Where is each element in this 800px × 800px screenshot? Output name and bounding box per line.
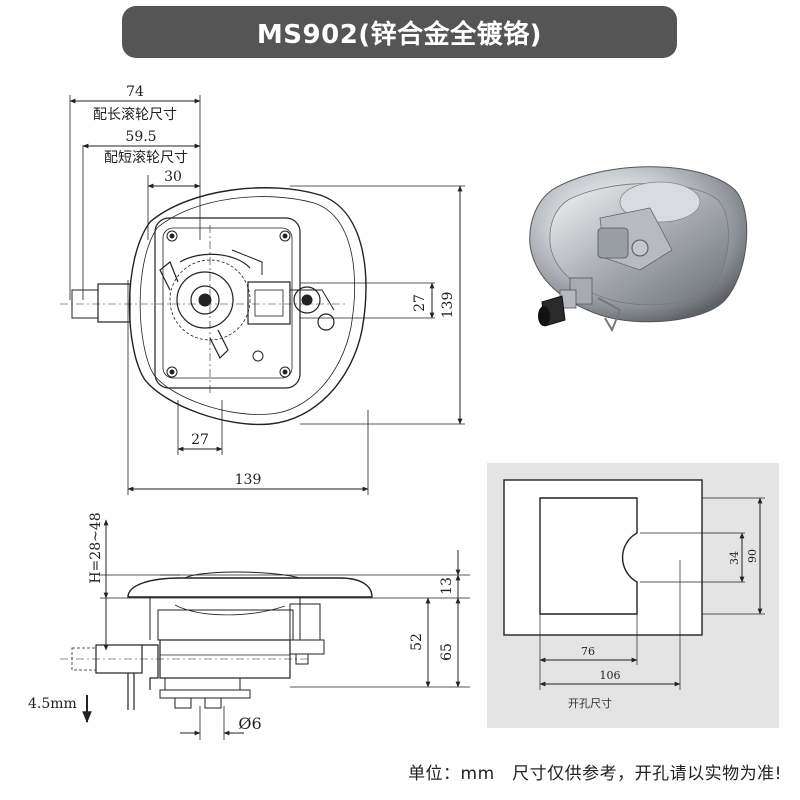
product-photo <box>529 166 748 333</box>
top-view <box>60 95 465 495</box>
dim-74: 74 <box>126 84 144 100</box>
dim-phi6: Ø6 <box>238 714 261 733</box>
dim-h-range: H=28~48 <box>88 512 104 583</box>
dim-65: 65 <box>439 643 455 661</box>
top-view-labels: 74 配长滚轮尺寸 59.5 配短滚轮尺寸 30 27 139 27 139 <box>93 84 456 488</box>
dim-30: 30 <box>164 169 182 185</box>
dim-139-bottom: 139 <box>235 472 262 488</box>
dim-4-5mm: 4.5mm <box>28 696 77 712</box>
dim-52: 52 <box>409 633 425 651</box>
dim-13: 13 <box>439 577 455 595</box>
product-title: MS902(锌合金全镀铬) <box>256 19 543 50</box>
dim-27-bottom: 27 <box>191 432 209 448</box>
footer-note: 单位：mm 尺寸仅供参考，开孔请以实物为准! <box>408 764 782 784</box>
cutout-label: 开孔尺寸 <box>568 696 612 710</box>
dim-27-right: 27 <box>412 294 428 312</box>
dim-106: 106 <box>600 669 621 682</box>
title-banner: MS902(锌合金全镀铬) <box>122 6 677 58</box>
dim-59-5: 59.5 <box>125 129 156 145</box>
latch-outline <box>128 187 367 426</box>
cutout-panel: 34 90 76 106 开孔尺寸 <box>487 463 779 728</box>
cutout-outline <box>539 497 638 615</box>
side-view <box>60 519 470 740</box>
side-flange <box>127 577 373 598</box>
dim-76: 76 <box>581 645 595 658</box>
label-long-roller: 配长滚轮尺寸 <box>93 106 177 123</box>
side-view-labels: H=28~48 13 52 65 4.5mm Ø6 <box>28 512 455 733</box>
label-short-roller: 配短滚轮尺寸 <box>104 149 188 166</box>
dim-34: 34 <box>728 551 741 565</box>
dim-139-right: 139 <box>440 292 456 319</box>
dim-90: 90 <box>746 549 759 563</box>
